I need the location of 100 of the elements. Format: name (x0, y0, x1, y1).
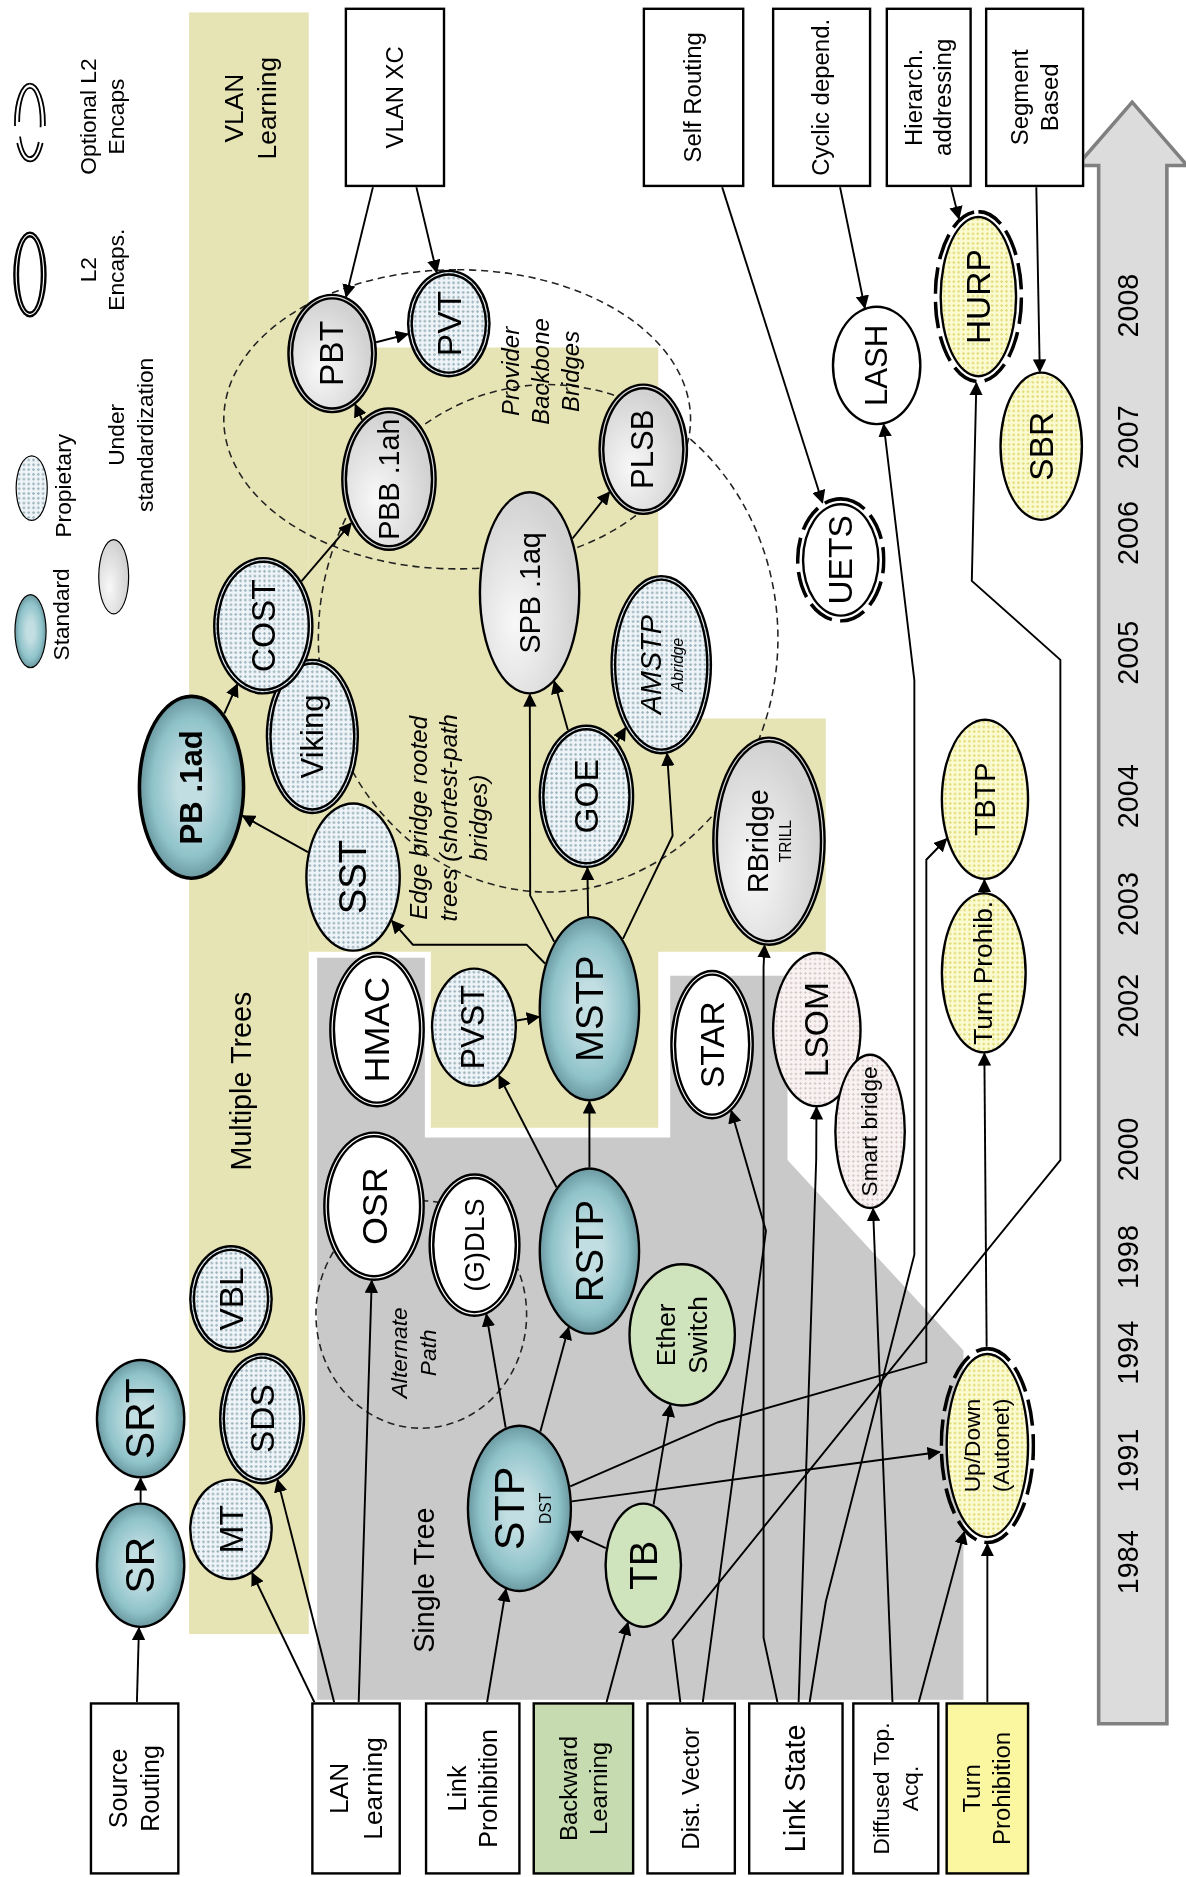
arrow (980, 1542, 995, 1704)
category-box (984, 7, 1085, 188)
region-label: Multiple Trees (224, 990, 259, 1173)
legend-label: Propietary (49, 432, 77, 540)
node-label: PLSB (624, 409, 662, 489)
node-label: STAR (692, 1001, 732, 1089)
arrow (839, 186, 869, 310)
year-label: 2004 (1110, 763, 1146, 831)
year-label: 2000 (1110, 1116, 1146, 1184)
node-sublabel: DST (536, 1492, 556, 1524)
arrow (223, 683, 239, 715)
arrow (866, 1207, 894, 1704)
category-box (311, 1702, 401, 1875)
group-label: Edge bridge rooted trees (shortest-path bridges) (404, 713, 493, 924)
node-label: Ether Switch (649, 1295, 715, 1376)
node-label: Backward Learning (553, 1734, 613, 1843)
category-box (89, 1702, 180, 1875)
node-label: PVST (453, 985, 492, 1070)
arrow (671, 381, 1062, 1704)
arrow (131, 1626, 146, 1704)
year-label: 2005 (1110, 619, 1146, 687)
category-box (945, 1702, 1030, 1875)
region-label: Single Tree (407, 1506, 442, 1655)
node-label: SR (116, 1537, 165, 1594)
node-label: STP (484, 1466, 536, 1551)
node-label: UETS (821, 515, 861, 605)
arrow (133, 1477, 148, 1504)
node-label: PBB .1ah (371, 418, 406, 540)
node-label: SBR (1021, 411, 1061, 481)
node-label: RBridge (741, 789, 776, 894)
year-label: 2008 (1110, 272, 1146, 340)
arrow (498, 1074, 558, 1189)
arrow (523, 693, 556, 943)
arrow (251, 1572, 316, 1704)
category-box (771, 7, 872, 188)
protocol-ellipse (795, 497, 886, 623)
node-label: PBT (312, 320, 352, 387)
arrow (1032, 186, 1047, 373)
arrow (613, 726, 627, 743)
node-label: SST (330, 839, 376, 915)
arrow (354, 403, 367, 421)
node-label: Dist. Vector (676, 1727, 705, 1850)
category-box (424, 1702, 521, 1875)
node-label: RSTP (566, 1200, 612, 1303)
arrow (721, 186, 826, 504)
arrow (342, 186, 374, 298)
node-label: COST (243, 579, 283, 673)
year-label: 2003 (1110, 871, 1146, 938)
node-label: GOE (566, 759, 606, 834)
node-label: PB .1ad (172, 730, 211, 845)
arrow (917, 1530, 968, 1704)
category-box (532, 1702, 635, 1875)
year-label: 2006 (1110, 500, 1146, 567)
node-label: HMAC (355, 976, 398, 1083)
node-label: Up/Down (Autonet) (959, 1397, 1015, 1495)
node-label: Segment Based (1004, 48, 1064, 148)
arrow (390, 919, 546, 965)
year-label: 1998 (1110, 1224, 1146, 1291)
arrow (977, 1052, 992, 1348)
arrow (582, 1100, 597, 1169)
region-label: VLAN Learning (218, 55, 283, 162)
node-label: Turn Prohib. (967, 900, 1000, 1045)
node-sublabel: TRILL (777, 820, 797, 863)
category-box (344, 7, 446, 188)
arrow (605, 1621, 632, 1704)
node-label: (G)DLS (457, 1198, 491, 1292)
group-label: Alternate Path (385, 1306, 442, 1402)
arrow (571, 491, 611, 540)
node-label: MSTP (566, 955, 612, 1062)
node-label: Link Prohibition (441, 1728, 503, 1850)
arrow (481, 1313, 507, 1429)
arrow (486, 1588, 511, 1704)
arrow (757, 944, 779, 1704)
category-box (748, 1702, 844, 1875)
node-label: TBTP (967, 762, 1002, 836)
node-label: Smart bridge (856, 1066, 884, 1197)
legend-label: Standard (48, 567, 76, 663)
arrow (977, 878, 992, 893)
year-label: 1994 (1110, 1319, 1146, 1387)
node-label: MT (211, 1505, 251, 1554)
node-label: Source Routing (103, 1744, 165, 1834)
node-label: Self Routing (678, 32, 708, 163)
arrow (652, 1403, 675, 1506)
node-label: PVT (429, 290, 469, 357)
node-label: Diffused Top. Acq. (867, 1721, 924, 1857)
arrow (621, 752, 675, 940)
node-label: Turn Prohibition (957, 1730, 1016, 1847)
node-sublabel: Abridge (669, 637, 689, 692)
node-label: Link State (778, 1724, 813, 1853)
legend-label: Under standardization (103, 356, 159, 514)
year-label: 2007 (1110, 404, 1146, 472)
group-label: Provider Backbone Bridges (496, 317, 586, 427)
node-label: Hierarch. addressing (899, 37, 958, 158)
category-box (852, 1702, 940, 1875)
legend-label: Optional L2 Encaps (74, 57, 130, 177)
node-label: HURP (958, 249, 998, 345)
arrow (808, 423, 916, 1704)
node-label: Viking (293, 694, 331, 779)
node-label: VBL (211, 1267, 251, 1331)
node-label: Cyclic depend. (806, 18, 836, 176)
